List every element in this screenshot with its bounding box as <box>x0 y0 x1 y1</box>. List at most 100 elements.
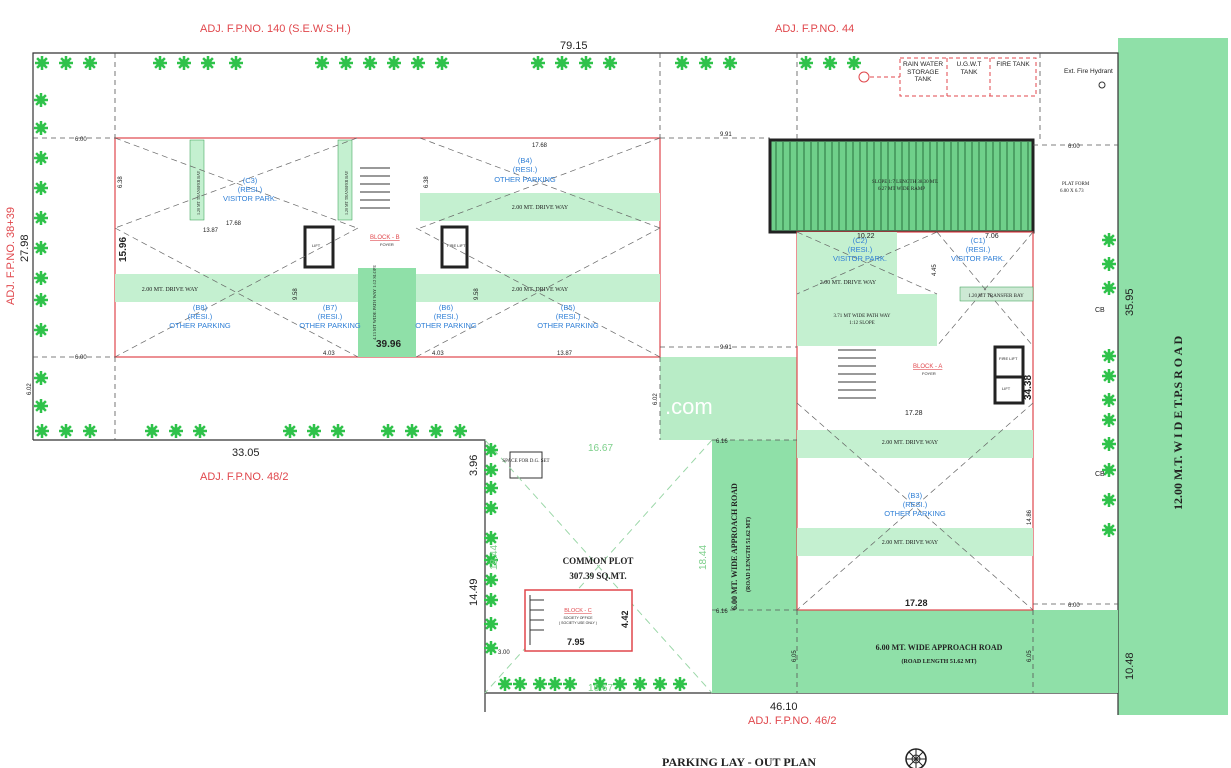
catch-basin-label: CB <box>1095 471 1105 478</box>
approach-road-length: (ROAD LENGTH 51.62 MT) <box>902 658 977 665</box>
fire-hydrant-icon <box>1098 81 1106 89</box>
fire-lift-label: FIRE LIFT <box>447 243 466 248</box>
fire-pump-icon <box>858 71 870 83</box>
tree-icon <box>1102 349 1116 363</box>
tree-icon <box>823 56 837 70</box>
setback-lines <box>33 53 1118 693</box>
c2-label: (RESI.) <box>848 245 873 254</box>
tree-icon <box>411 56 425 70</box>
dim-1667: 16.67 <box>588 683 613 694</box>
dim-common-height: 14.49 <box>468 578 480 606</box>
b6-label: OTHER PARKING <box>415 321 477 330</box>
dim-991: 9.91 <box>720 345 732 351</box>
dim-403: 4.03 <box>432 351 444 357</box>
dim-setback: 6.00 <box>75 355 87 361</box>
tree-icon <box>1102 393 1116 407</box>
central-open-area <box>660 357 797 440</box>
dim-1728: 17.28 <box>905 410 923 417</box>
tree-icon <box>484 531 498 545</box>
dim-common-left: 3.96 <box>468 455 480 476</box>
tree-icon <box>484 593 498 607</box>
b4-label: OTHER PARKING <box>494 175 556 184</box>
tree-icon <box>169 424 183 438</box>
adj-left: ADJ. F.P.NO. 38+39 <box>5 207 17 305</box>
tree-icon <box>723 56 737 70</box>
platform-label: PLAT FORM <box>1062 182 1090 187</box>
tree-icon <box>34 323 48 337</box>
approach-road-length: (ROAD LENGTH 51.62 MT) <box>745 517 752 592</box>
road-label: 12.00 M.T. W I D E T.P.S R O A D <box>1171 336 1185 510</box>
tree-icon <box>699 56 713 70</box>
b4-label: (B4) <box>518 156 533 165</box>
pathway-slope: 1:12 SLOPE <box>849 321 874 326</box>
dim-602: 6.02 <box>27 383 33 395</box>
dim-795: 7.95 <box>567 637 585 647</box>
b3-label: (RESI.) <box>903 500 928 509</box>
dim-991: 9.91 <box>720 132 732 138</box>
ugwt-tank: U.G.W.T TANK <box>956 61 982 76</box>
tree-icon <box>315 56 329 70</box>
fire-lift-label: FIRE LIFT <box>999 356 1018 361</box>
adj-bottom-left: ADJ. F.P.NO. 48/2 <box>200 471 288 483</box>
common-plot <box>484 439 713 694</box>
tree-icon <box>435 56 449 70</box>
block-a <box>796 231 1034 611</box>
dim-706: 7.06 <box>985 233 999 240</box>
tree-icon <box>283 424 297 438</box>
adj-bottom-right: ADJ. F.P.NO. 46/2 <box>748 715 836 727</box>
dim-setback: 6.00 <box>75 137 87 143</box>
tree-icon <box>229 56 243 70</box>
c1-label: VISITOR PARK. <box>951 254 1005 263</box>
b7-label: (B7) <box>323 303 338 312</box>
tree-icon <box>35 424 49 438</box>
tree-icon <box>34 371 48 385</box>
approach-road <box>712 440 1118 693</box>
tree-icon <box>381 424 395 438</box>
tree-icon <box>34 399 48 413</box>
driveway-label: 2.00 MT. DRIVE WAY <box>512 287 569 293</box>
dim-1768: 17.68 <box>226 221 242 227</box>
tree-icon <box>1102 369 1116 383</box>
dim-1844: 18.44 <box>698 545 709 570</box>
dim-bottom: 46.10 <box>770 701 798 713</box>
b6-label: (B6) <box>439 303 454 312</box>
tree-icon <box>1102 413 1116 427</box>
c1-label: (C1) <box>971 236 986 245</box>
tree-icon <box>484 463 498 477</box>
dim-638: 6.38 <box>118 176 124 188</box>
c1-label: (RESI.) <box>966 245 991 254</box>
driveway-label: 2.00 MT. DRIVE WAY <box>142 287 199 293</box>
dim-1667: 16.67 <box>588 443 613 454</box>
tree-icon <box>59 424 73 438</box>
tree-icon <box>34 241 48 255</box>
dim-1728: 17.28 <box>905 598 928 608</box>
b5-label: (RESI.) <box>556 312 581 321</box>
tree-icon <box>1102 233 1116 247</box>
tree-row <box>34 56 1116 691</box>
tree-icon <box>83 56 97 70</box>
b8-label: (B8) <box>193 303 208 312</box>
tree-icon <box>484 573 498 587</box>
dim-1387: 13.87 <box>557 351 573 357</box>
tree-icon <box>35 56 49 70</box>
block-b <box>114 137 661 358</box>
tree-icon <box>613 677 627 691</box>
tree-icon <box>339 56 353 70</box>
tree-icon <box>34 121 48 135</box>
b5-label: (B5) <box>561 303 576 312</box>
dim-958: 9.58 <box>293 288 299 300</box>
tree-icon <box>1102 523 1116 537</box>
tree-icon <box>633 677 647 691</box>
block-a-foyer: FOYER <box>922 371 936 376</box>
dim-300: 3.00 <box>498 650 510 656</box>
tree-icon <box>453 424 467 438</box>
tree-icon <box>1102 463 1116 477</box>
dim-setback: 6.00 <box>1068 144 1080 150</box>
transfer-bay-label: 1.20 MT TRANSFER BAY <box>344 171 349 215</box>
dim-1022: 10.22 <box>857 233 875 240</box>
tree-icon <box>498 677 512 691</box>
driveway-label: 2.00 MT. DRIVE WAY <box>512 205 569 211</box>
dim-1486: 14.86 <box>1027 509 1033 525</box>
